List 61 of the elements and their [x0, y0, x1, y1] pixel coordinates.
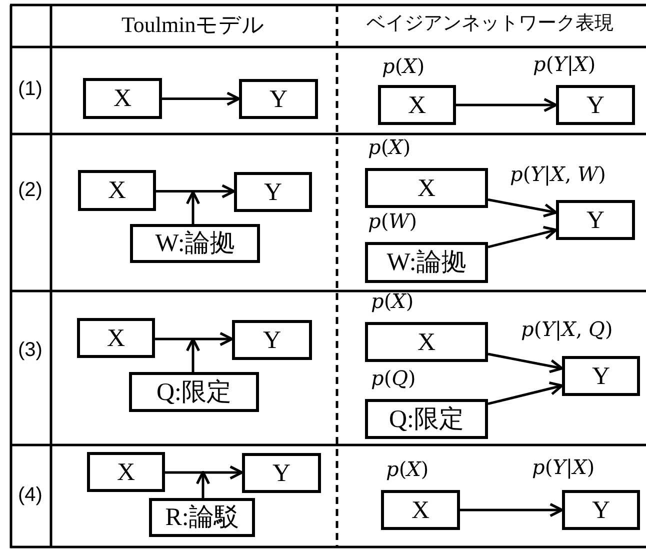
node-box: [149, 498, 255, 537]
column-header: ベイジアンネットワーク表現: [366, 14, 614, 33]
node-box: [232, 320, 312, 360]
row-number: (4): [18, 485, 42, 505]
box-label: Y: [262, 328, 282, 352]
probability-label: p(X): [386, 459, 429, 479]
row-number: (2): [18, 180, 42, 200]
row-number: (1): [18, 79, 42, 99]
probability-label: p(W): [368, 211, 417, 231]
node-box: [242, 453, 321, 493]
box-label: Q:限定: [156, 380, 232, 404]
arrow: [488, 226, 558, 248]
node-box: [129, 372, 259, 412]
probability-label: p(Q): [371, 368, 416, 388]
box-label: Y: [592, 498, 610, 522]
box-label: Y: [264, 180, 282, 204]
box-label: Y: [592, 364, 610, 388]
probability-label: p(Y|X): [532, 457, 595, 477]
probability-label: p(Y|X, Q): [521, 319, 613, 339]
arrow: [488, 352, 564, 374]
box-label: Y: [269, 86, 288, 112]
probability-label: p(Y|X, W): [510, 164, 606, 184]
column-header: Toulminモデル: [122, 14, 265, 36]
box-label: X: [116, 460, 136, 484]
probability-label: p(X): [371, 291, 414, 311]
arrow: [460, 502, 564, 518]
box-label: X: [108, 178, 126, 203]
arrow: [196, 470, 210, 498]
box-label: Q:限定: [389, 406, 464, 432]
box-label: X: [408, 92, 426, 118]
arrow: [156, 184, 236, 198]
arrow: [155, 332, 234, 346]
box-label: Y: [586, 92, 605, 118]
box-label: W:論拠: [386, 250, 466, 275]
arrow: [456, 98, 558, 112]
probability-label: p(X): [368, 137, 411, 157]
arrow: [162, 92, 240, 106]
box-label: R:論駁: [165, 505, 239, 530]
node-box: [87, 452, 165, 492]
arrow: [186, 190, 200, 224]
arrow: [165, 465, 244, 480]
box-label: W:論拠: [155, 231, 235, 256]
node-box: [78, 170, 156, 211]
box-label: X: [411, 498, 430, 522]
arrow: [488, 198, 558, 218]
box-label: X: [417, 330, 436, 354]
node-box: [234, 172, 312, 212]
node-box: [239, 79, 318, 119]
box-label: Y: [272, 460, 291, 486]
node-box: [77, 318, 155, 358]
probability-label: p(Y|X): [533, 54, 596, 74]
node-box: [130, 224, 260, 263]
box-label: X: [417, 176, 436, 200]
arrow: [488, 381, 564, 406]
node-box: [83, 78, 162, 119]
box-label: X: [106, 326, 126, 350]
row-number: (3): [18, 340, 42, 360]
box-label: X: [113, 86, 132, 111]
box-label: Y: [586, 208, 605, 232]
arrow: [186, 338, 200, 372]
probability-label: p(X): [382, 56, 425, 76]
